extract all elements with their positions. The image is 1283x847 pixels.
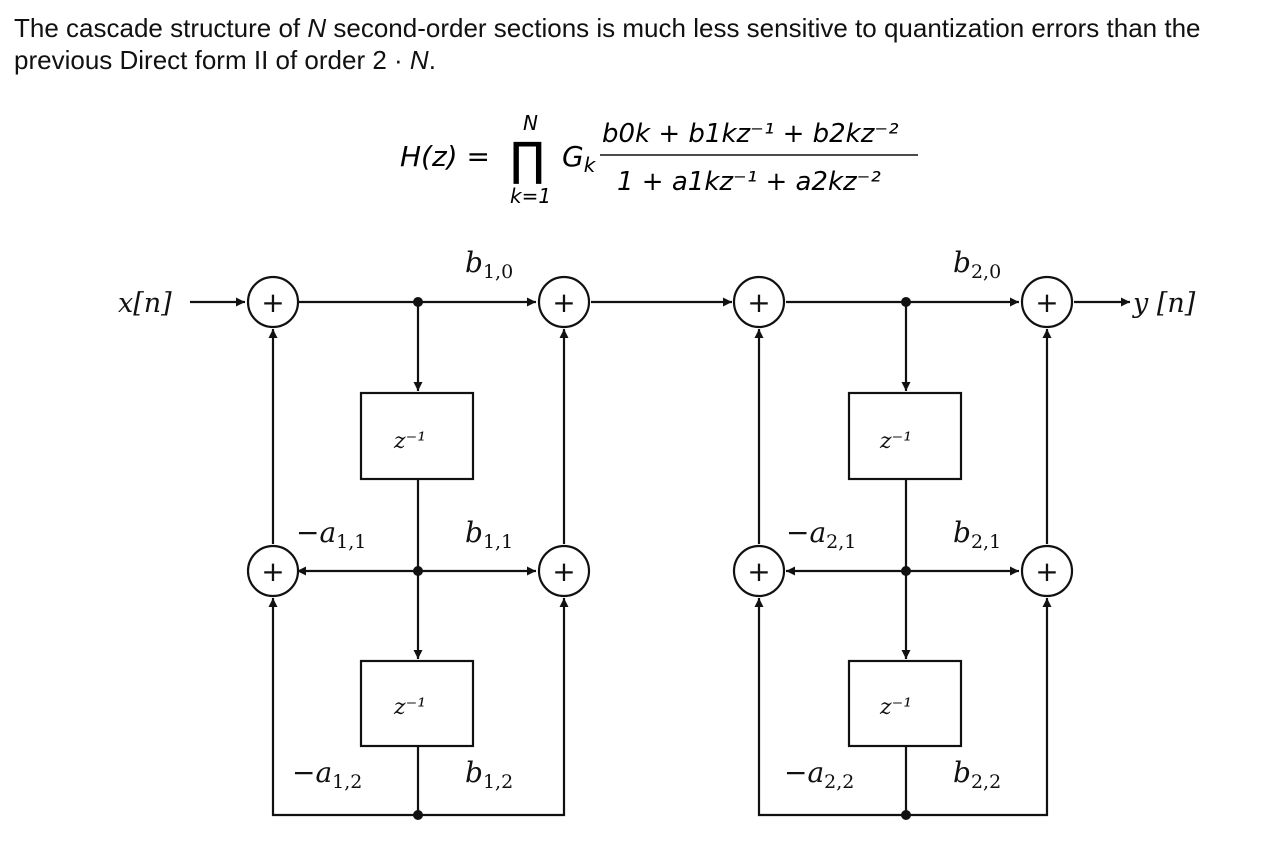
- transfer-function-formula: H(z) = ∏ N k=1 Gk b0k + b1kz⁻¹ + b2kz⁻² …: [400, 111, 918, 208]
- input-label: x[n]: [118, 288, 172, 319]
- coef-a12: −a1,2: [292, 756, 362, 793]
- junction-dot: [413, 810, 423, 820]
- coef-b22: b2,2: [953, 756, 1001, 793]
- formula-denominator: 1 + a1kz⁻¹ + a2kz⁻²: [617, 167, 881, 197]
- adder-circle: [732, 544, 786, 598]
- delay-box: [847, 659, 963, 748]
- adder-circle: [537, 275, 591, 329]
- delay-box: [359, 391, 475, 481]
- coef-a11: −a1,1: [296, 516, 366, 553]
- coef-b21: b2,1: [953, 516, 1001, 553]
- adder-circle: [246, 275, 300, 329]
- adder-circle: [246, 544, 300, 598]
- intro-N2: N: [409, 45, 429, 75]
- coef-a22: −a2,2: [784, 756, 854, 793]
- s2-a2-path: [754, 598, 906, 817]
- adder-plus: +: [552, 555, 575, 588]
- adder-plus: +: [747, 555, 770, 588]
- formula-numerator: b0k + b1kz⁻¹ + b2kz⁻²: [602, 119, 899, 149]
- coef-b10: b1,0: [465, 246, 513, 283]
- gain-letter: G: [562, 140, 584, 173]
- intro-text-2: second-order sections is much less sensi…: [14, 13, 1201, 75]
- delay-label: z⁻¹: [879, 695, 912, 720]
- adder-circle: [1020, 544, 1074, 598]
- s1-a2-path: [268, 598, 418, 817]
- adder-plus: +: [1035, 286, 1058, 319]
- delay-label: z⁻¹: [879, 429, 912, 454]
- delay-box: [847, 391, 963, 481]
- intro-N: N: [307, 13, 327, 43]
- gain-symbol: Gk: [562, 140, 597, 177]
- intro-text-1: The cascade structure of: [14, 13, 308, 43]
- adder-plus: +: [747, 286, 770, 319]
- intro-paragraph: The cascade structure of N second-order …: [14, 12, 1276, 76]
- intro-text-3: .: [428, 45, 436, 75]
- adder-circle: [1020, 275, 1074, 329]
- gain-subscript: k: [584, 153, 597, 177]
- coef-a21: −a2,1: [786, 516, 856, 553]
- adder-plus: +: [261, 555, 284, 588]
- adder-circle: [732, 275, 786, 329]
- formula-lhs: H(z) =: [400, 140, 490, 173]
- s1-b2-path: [418, 598, 569, 817]
- s2-b2-path: [906, 598, 1052, 817]
- delay-label: z⁻¹: [393, 429, 426, 454]
- junction-dot: [413, 297, 423, 307]
- adder-plus: +: [261, 286, 284, 319]
- junction-dot: [413, 566, 423, 576]
- adder-plus: +: [552, 286, 575, 319]
- product-upper-limit: N: [523, 111, 538, 135]
- adder-plus: +: [1035, 555, 1058, 588]
- junction-dot: [901, 566, 911, 576]
- delay-label: z⁻¹: [393, 695, 426, 720]
- output-label: y [n]: [1132, 288, 1196, 319]
- coef-b20: b2,0: [953, 246, 1001, 283]
- junction-dot: [901, 810, 911, 820]
- product-lower-limit: k=1: [510, 184, 551, 208]
- junction-dot: [901, 297, 911, 307]
- coef-b11: b1,1: [465, 516, 513, 553]
- coef-b12: b1,2: [465, 756, 513, 793]
- adder-circle: [537, 544, 591, 598]
- product-symbol: ∏: [510, 132, 545, 186]
- delay-box: [359, 659, 475, 748]
